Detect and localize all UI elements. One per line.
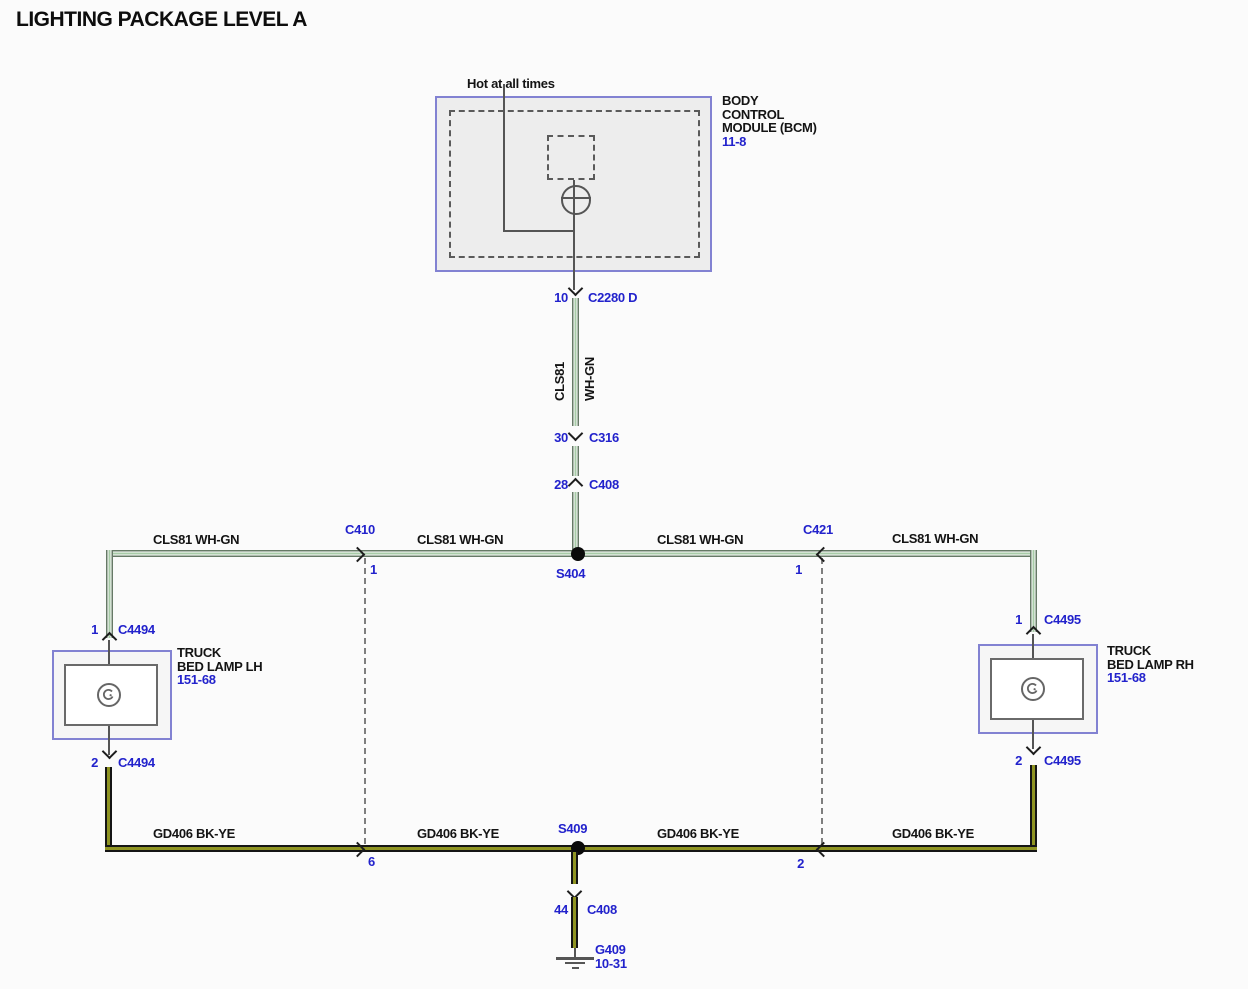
ground-name-block: G409 10-31: [595, 943, 627, 970]
feed-wire-color-label: WH-GN: [582, 357, 597, 401]
ground-bus-label-4: GD406 BK-YE: [892, 826, 974, 841]
bcm-name-line1: BODY: [722, 93, 759, 108]
splice-dot-s404: [571, 547, 585, 561]
power-bus-right-drop: [1030, 550, 1037, 632]
ground-symbol-bar2: [565, 962, 585, 964]
ground-bus-label-2: GD406 BK-YE: [417, 826, 499, 841]
ground-connector-pin: 44: [554, 902, 568, 917]
c421-top-pin: 1: [795, 562, 802, 577]
c410-top-pin: 1: [370, 562, 377, 577]
lamp-left-name: TRUCK BED LAMP LH 151-68: [177, 645, 263, 687]
bcm-terminal-circle-icon: [561, 185, 591, 215]
bcm-output-line: [573, 180, 575, 290]
lamp-left-connector-top: C4494: [118, 622, 155, 637]
c408-connector: C408: [589, 477, 619, 492]
splice-dot-s409: [571, 841, 585, 855]
ground-symbol-bar3: [572, 967, 579, 969]
arrow-down-icon: [567, 425, 584, 442]
bcm-page-ref: 11-8: [722, 133, 747, 149]
bcm-output-pin: 10: [554, 290, 568, 305]
lamp-right-pin-bottom: 2: [1015, 753, 1022, 768]
lamp-right-name: TRUCK BED LAMP RH 151-68: [1107, 644, 1194, 685]
bcm-terminal-bar: [561, 197, 591, 199]
lamp-right-page-ref: 151-68: [1107, 670, 1146, 685]
power-bus-label-1: CLS81 WH-GN: [153, 532, 240, 547]
c410-dashed-line: [364, 558, 366, 844]
power-bus-label-3: CLS81 WH-GN: [657, 532, 744, 547]
bulb-icon: [97, 683, 121, 707]
c421-dashed-line: [821, 558, 823, 844]
ground-name: G409: [595, 942, 626, 957]
lamp-left-connector-bottom: C4494: [118, 755, 155, 770]
lamp-left-name-line2: BED LAMP LH: [177, 658, 263, 674]
lamp-right-ground-wire: [1030, 765, 1037, 848]
bcm-name-line2: CONTROL: [722, 106, 785, 122]
splice-s404-label: S404: [556, 566, 586, 581]
page-title: LIGHTING PACKAGE LEVEL A: [16, 8, 307, 31]
bcm-feed-line-horizontal: [503, 230, 575, 232]
feed-wire-segment-3: [572, 492, 579, 552]
lamp-left-name-line1: TRUCK: [177, 645, 221, 660]
feed-wire-circuit-label: CLS81: [552, 362, 567, 401]
c421-label: C421: [803, 522, 833, 537]
c316-pin: 30: [554, 430, 568, 445]
ground-bus-label-1: GD406 BK-YE: [153, 826, 235, 841]
ground-connector: C408: [587, 902, 617, 917]
lamp-left-page-ref: 151-68: [177, 672, 216, 687]
c316-connector: C316: [589, 430, 619, 445]
lamp-right-connector-top: C4495: [1044, 612, 1081, 627]
power-bus-left-drop: [106, 550, 113, 638]
power-feed-label: Hot at all times: [467, 76, 555, 91]
arrow-down-icon: [101, 743, 118, 760]
lamp-left-pin-bottom: 2: [91, 755, 98, 770]
arrow-down-icon: [1025, 739, 1042, 756]
c421-bottom-pin: 2: [797, 856, 804, 871]
bcm-feed-line-vertical: [503, 84, 505, 232]
feed-wire-segment-1: [572, 298, 579, 426]
bcm-name: BODY CONTROL MODULE (BCM) 11-8: [722, 94, 817, 148]
c410-bottom-pin: 6: [368, 854, 375, 869]
feed-wire-segment-2: [572, 446, 579, 476]
lamp-right-name-line1: TRUCK: [1107, 643, 1151, 658]
arrow-up-icon: [567, 477, 584, 494]
bulb-icon: [1021, 677, 1045, 701]
bcm-output-connector: C2280 D: [588, 290, 638, 305]
c410-label: C410: [345, 522, 375, 537]
power-bus-label-2: CLS81 WH-GN: [417, 532, 504, 547]
ground-symbol-bar1: [556, 957, 594, 960]
lamp-left-ground-wire: [105, 767, 112, 848]
lamp-left-pin-top: 1: [91, 622, 98, 637]
bcm-fuse-dashed-box: [547, 135, 595, 180]
lamp-right-name-line2: BED LAMP RH: [1107, 656, 1194, 672]
power-bus-label-4: CLS81 WH-GN: [892, 531, 979, 546]
splice-s409-label: S409: [558, 821, 588, 836]
ground-bus-label-3: GD406 BK-YE: [657, 826, 739, 841]
c408-pin: 28: [554, 477, 568, 492]
lamp-right-connector-bottom: C4495: [1044, 753, 1081, 768]
ground-page-ref: 10-31: [595, 955, 627, 971]
ground-drop-wire-2: [571, 897, 578, 948]
bcm-name-line3: MODULE (BCM): [722, 120, 817, 135]
arrow-down-icon: [567, 280, 584, 297]
ground-drop-wire-1: [571, 852, 578, 884]
ground-symbol-stem: [574, 948, 576, 957]
lamp-right-pin-top: 1: [1015, 612, 1022, 627]
